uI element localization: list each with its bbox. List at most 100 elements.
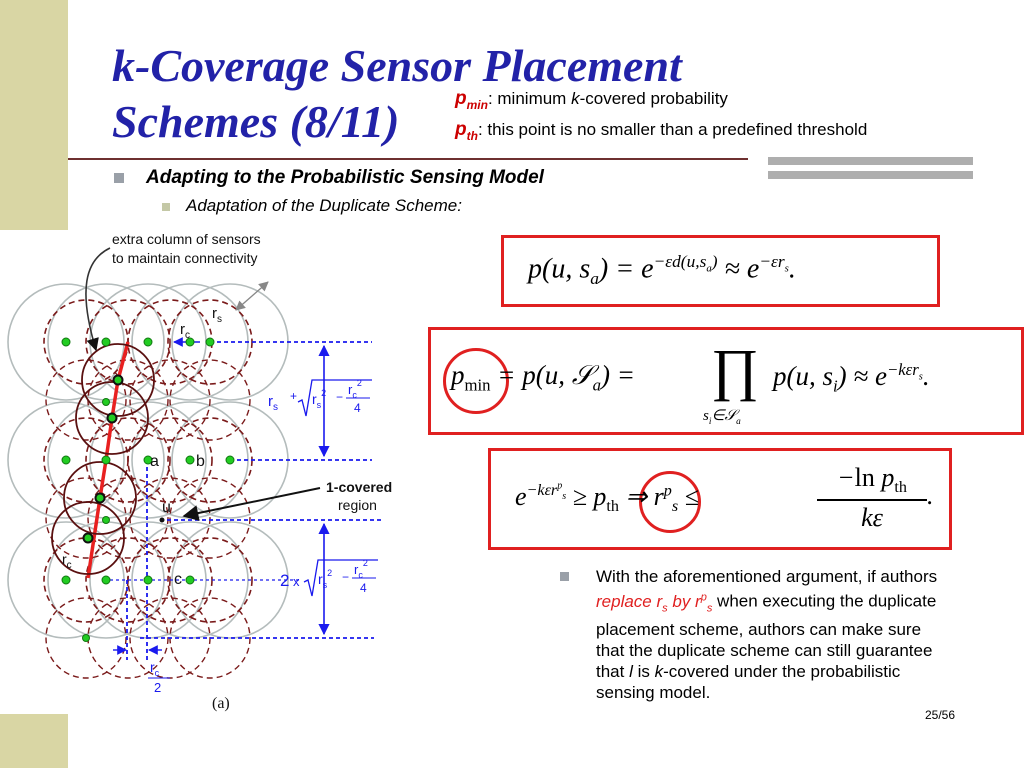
point-a-label: a <box>150 453 159 470</box>
communication-circle <box>129 359 211 441</box>
sensor-node <box>82 634 90 642</box>
sensor-node <box>101 575 111 585</box>
extra-sensor-node <box>112 374 124 386</box>
extra-column-circles <box>51 343 155 575</box>
bullet-level-1: Adapting to the Probabilistic Sensing Mo… <box>114 167 544 189</box>
rc-label-lower: rc <box>62 551 72 571</box>
communication-circle <box>45 477 127 559</box>
sensing-circle <box>7 401 125 519</box>
svg-text:4: 4 <box>360 581 367 595</box>
equation-1: p(u, sa) = e−εd(u,sa) ≈ e−εrs. <box>528 252 796 288</box>
extra-column-circle <box>75 381 149 455</box>
communication-circle <box>85 299 171 385</box>
extra-column-circle <box>51 501 125 575</box>
rs-label: rs <box>212 305 222 325</box>
svg-text:−: − <box>336 390 343 404</box>
extra-column-circle <box>81 343 155 417</box>
annotation-arrow <box>85 247 111 352</box>
sensor-node <box>101 337 111 347</box>
sensor-node <box>61 337 71 347</box>
communication-circle <box>127 417 213 503</box>
covered-label-2: region <box>338 497 377 513</box>
pmin-highlight-circle <box>443 348 509 414</box>
svg-text:rs2: rs2 <box>318 568 332 590</box>
fraction-bar <box>817 499 927 501</box>
extra-sensor-node <box>94 492 106 504</box>
product-index: si∈𝒮a <box>703 408 741 427</box>
sensor-node <box>143 337 153 347</box>
sensor-node <box>102 398 110 406</box>
fraction-denominator: kε <box>861 503 883 532</box>
dimension-formula-2: 2 x rs2 − rc2 4 <box>280 558 378 597</box>
equation-3-left: e−kεrps ≥ pth ⇒ rps ≤ <box>515 481 699 516</box>
dimension-rc-half: rc 2 <box>148 659 170 695</box>
duplicate-scheme-diagram: extra column of sensors to maintain conn… <box>0 230 408 714</box>
svg-text:rc2: rc2 <box>348 378 362 400</box>
svg-text:rs: rs <box>268 393 278 413</box>
svg-text:rs2: rs2 <box>312 388 326 410</box>
svg-text:rc: rc <box>150 659 160 678</box>
sensing-circle <box>7 283 125 401</box>
page-number: 25/56 <box>925 708 956 722</box>
svg-text:x: x <box>293 574 300 589</box>
definition-pmin: pmin: minimum k-covered probability <box>455 88 728 112</box>
sensor-nodes <box>61 337 235 642</box>
title-divider <box>68 158 748 160</box>
annotation-line-1: extra column of sensors <box>112 231 261 247</box>
extra-sensor-node <box>82 532 94 544</box>
communication-circle <box>45 359 127 441</box>
point-u-label: u <box>162 499 171 516</box>
communication-circle <box>45 597 127 679</box>
sensing-circle <box>89 401 207 519</box>
equation-2-right: p(u, si) ≈ e−kεrs. <box>773 360 930 396</box>
definition-pth: pth: this point is no smaller than a pre… <box>455 119 868 143</box>
covered-label-1: 1-covered <box>326 479 392 495</box>
sensor-node <box>101 455 111 465</box>
title-line-1: k-Coverage Sensor Placement <box>112 40 682 91</box>
point-b-label: b <box>196 453 205 470</box>
svg-text:2: 2 <box>280 571 289 590</box>
bullet-square-icon <box>114 172 124 183</box>
svg-text:4: 4 <box>354 401 361 415</box>
svg-text:rc2: rc2 <box>354 558 368 580</box>
communication-circle <box>167 537 253 623</box>
equation-3-period: . <box>927 481 934 510</box>
communication-circle <box>85 417 171 503</box>
point-c-label: c <box>174 571 182 588</box>
explanation-paragraph: With the aforementioned argument, if aut… <box>560 566 940 703</box>
point-u <box>159 517 165 523</box>
communication-circle <box>169 477 251 559</box>
product-symbol: ∏ <box>711 337 759 402</box>
equation-box-1: p(u, sa) = e−εd(u,sa) ≈ e−εrs. <box>501 235 940 307</box>
sensor-node <box>102 516 110 524</box>
rs-arrow <box>235 281 269 311</box>
sensor-node <box>225 455 235 465</box>
title-line-2: Schemes (8/11) <box>112 96 400 147</box>
sensor-node <box>205 337 215 347</box>
equation-2-left: pmin = p(u, 𝒮a) = <box>451 360 635 395</box>
extra-column-circle <box>63 461 137 535</box>
fraction-numerator: −ln pth <box>837 463 907 497</box>
svg-text:−: − <box>342 570 349 584</box>
decor-gray-bars <box>768 157 973 185</box>
dimension-formula-1: rs + rs2 − rc2 4 <box>268 378 372 417</box>
equation-box-3: e−kεrps ≥ pth ⇒ rps ≤ −ln pth kε . <box>488 448 952 550</box>
bullet-square-icon <box>560 572 569 581</box>
sensor-node <box>185 575 195 585</box>
svg-text:2: 2 <box>154 680 161 695</box>
bullet-square-icon <box>162 202 170 211</box>
svg-text:+: + <box>290 389 297 403</box>
sensor-node <box>185 337 195 347</box>
rc-label: rc <box>180 321 190 341</box>
pth-highlight-circle <box>639 471 701 533</box>
equation-box-2: pmin = p(u, 𝒮a) = ∏ si∈𝒮a p(u, si) ≈ e−k… <box>428 327 1024 435</box>
sensor-node <box>143 455 153 465</box>
diagram-caption: (a) <box>212 695 230 712</box>
annotation-line-2: to maintain connectivity <box>112 250 258 266</box>
sensor-node <box>143 575 153 585</box>
communication-circle <box>87 477 169 559</box>
sensor-node <box>61 455 71 465</box>
bullet-level-2: Adaptation of the Duplicate Scheme: <box>162 196 462 216</box>
sensor-node <box>185 455 195 465</box>
communication-circle <box>169 359 251 441</box>
